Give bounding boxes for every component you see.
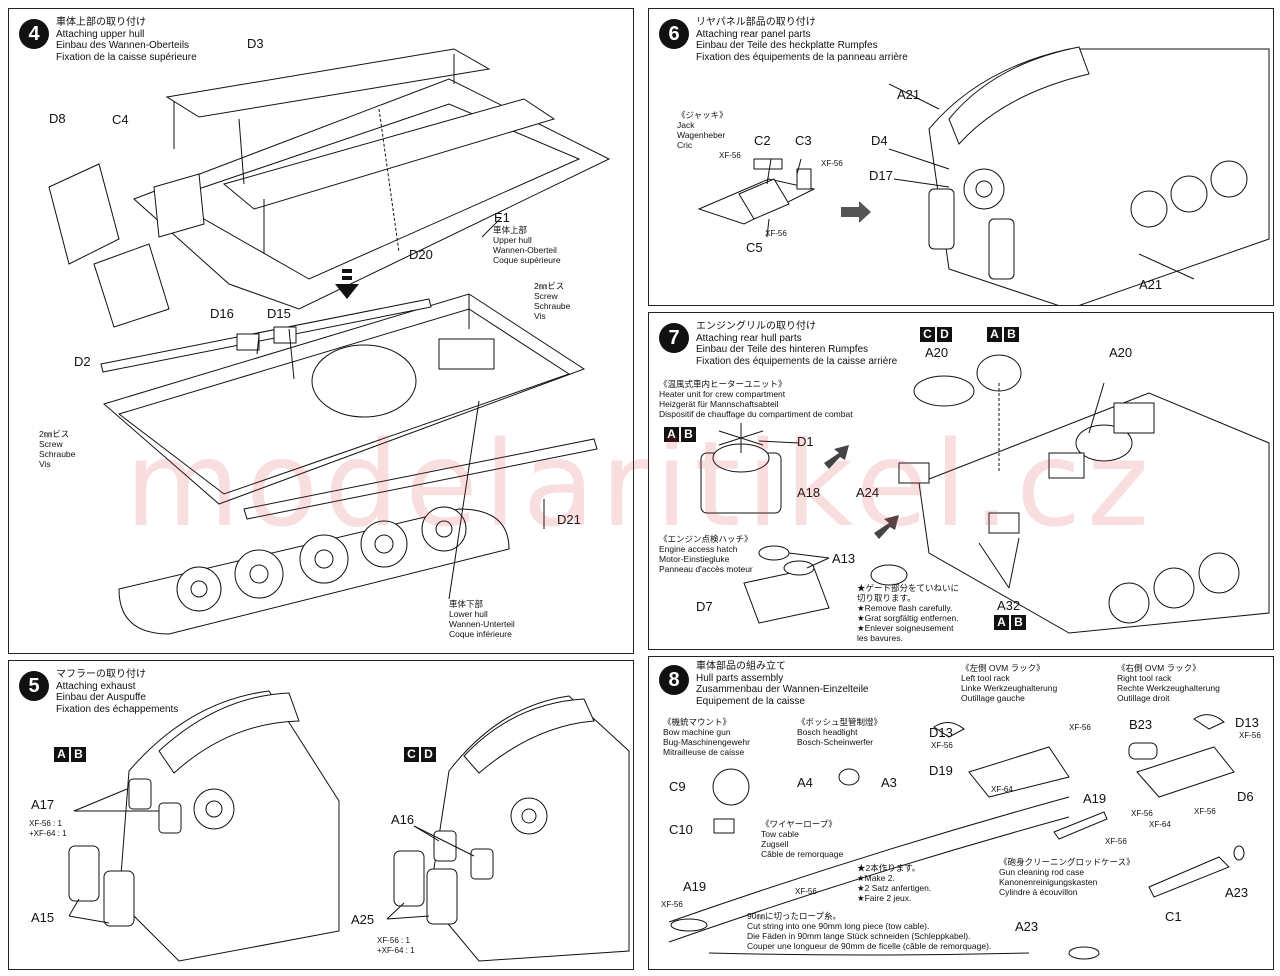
tow-cable-names: 《ワイヤーロープ》 Tow cable Zugseil Câble de rem… [761, 819, 844, 859]
label-d20: D20 [409, 247, 433, 262]
step-title: リヤパネル部品の取り付け Attaching rear panel parts … [696, 17, 908, 63]
label-c2: C2 [754, 133, 771, 148]
label-e1: E1 [494, 210, 510, 225]
label-d3: D3 [247, 36, 264, 51]
label-d16: D16 [210, 306, 234, 321]
version-badge-heater: A B [664, 427, 696, 442]
label-d4: D4 [871, 133, 888, 148]
paint-xf56-c2: XF-56 [719, 151, 741, 160]
paint-rack-r2: XF-56 [1194, 807, 1216, 816]
label-c1: C1 [1165, 909, 1182, 924]
step-number: 8 [659, 665, 689, 695]
screw-note-right: 2㎜ビス Screw Schraube Vis [534, 281, 571, 321]
step-title: マフラーの取り付け Attaching exhaust Einbau der A… [56, 669, 179, 715]
paint-mix-right: XF-56 : 1 +XF-64 : 1 [377, 936, 415, 955]
label-c10: C10 [669, 822, 693, 837]
bow-mg-names: 《機銃マウント》 Bow machine gun Bug-Maschinenge… [663, 717, 750, 757]
label-d1: D1 [797, 434, 814, 449]
step-number: 7 [659, 323, 689, 353]
version-badge-cd-top: C D [920, 327, 952, 342]
label-a4: A4 [797, 775, 813, 790]
label-d13-right: D13 [1235, 715, 1259, 730]
label-a24: A24 [856, 485, 880, 500]
paint-rack-l-xf64: XF-64 [991, 785, 1013, 794]
label-d17: D17 [869, 168, 893, 183]
exhaust-illustration [68, 690, 630, 962]
paint-rack-r-xf64: XF-64 [1149, 820, 1171, 829]
make-two-note: ★2本作ります。 ★Make 2. ★2 Satz anfertigen. ★F… [857, 863, 932, 903]
label-d19: D19 [929, 763, 953, 778]
label-c9: C9 [669, 779, 686, 794]
paint-rack-l1: XF-56 [931, 741, 953, 750]
step-6-panel: 6 リヤパネル部品の取り付け Attaching rear panel part… [648, 8, 1274, 306]
paint-a19: XF-56 [1105, 837, 1127, 846]
step-number: 4 [19, 19, 49, 49]
label-d13-left: D13 [929, 725, 953, 740]
engine-hatch-names: 《エンジン点検ハッチ》 Engine access hatch Motor-Ei… [659, 534, 753, 574]
lower-hull-names: 車体下部 Lower hull Wannen-Unterteil Coque i… [449, 599, 515, 639]
version-badge-ab-top: A B [987, 327, 1019, 342]
step-7-panel: 7 エンジングリルの取り付け Attaching rear hull parts… [648, 312, 1274, 650]
step-8-panel: 8 車体部品の組み立て Hull parts assembly Zusammen… [648, 656, 1274, 970]
paint-rack-r1: XF-56 [1131, 809, 1153, 818]
paint-tow: XF-56 [661, 900, 683, 909]
rod-case-names: 《砲身クリーニングロッドケース》 Gun cleaning rod case K… [999, 857, 1135, 897]
paint-d13-right: XF-56 [1239, 731, 1261, 740]
paint-mix-left: XF-56 : 1 +XF-64 : 1 [29, 819, 67, 838]
label-a17: A17 [31, 797, 55, 812]
label-a13: A13 [832, 551, 856, 566]
left-rack-names: 《左側 OVM ラック》 Left tool rack Linke Werkze… [961, 663, 1058, 703]
label-a23-right: A23 [1225, 885, 1249, 900]
label-a18: A18 [797, 485, 821, 500]
upper-hull-illustration [48, 48, 611, 635]
headlight-names: 《ボッシュ型管制燈》 Bosch headlight Bosch-Scheinw… [797, 717, 883, 747]
version-badge-cd: C D [404, 747, 436, 762]
label-d2: D2 [74, 354, 91, 369]
paint-cable: XF-56 [795, 887, 817, 896]
right-rack-names: 《右側 OVM ラック》 Right tool rack Rechte Werk… [1117, 663, 1220, 703]
step-4-panel: 4 車体上部の取り付け Attaching upper hull Einbau … [8, 8, 634, 654]
label-a25: A25 [351, 912, 375, 927]
paint-rack-l2: XF-56 [1069, 723, 1091, 732]
label-d21: D21 [557, 512, 581, 527]
upper-hull-names: 車体上部 Upper hull Wannen-Oberteil Coque su… [493, 225, 561, 265]
hull-parts-illustration [668, 714, 1245, 960]
label-a16: A16 [391, 812, 415, 827]
label-d6: D6 [1237, 789, 1254, 804]
engine-grill-illustration [700, 354, 1270, 634]
screw-note-left: 2㎜ビス Screw Schraube Vis [39, 429, 76, 469]
step-title: エンジングリルの取り付け Attaching rear hull parts E… [696, 321, 898, 367]
label-a20-left: A20 [925, 345, 949, 360]
label-c3: C3 [795, 133, 812, 148]
label-a32: A32 [997, 598, 1021, 613]
flash-note: ★ゲート部分をていねいに 切り取ります。 ★Remove flash caref… [857, 583, 960, 643]
step-number: 5 [19, 671, 49, 701]
label-a19-top: A19 [1083, 791, 1107, 806]
heater-names: 《温風式車内ヒーターユニット》 Heater unit for crew com… [659, 379, 853, 419]
paint-xf56-c5: XF-56 [765, 229, 787, 238]
step-5-panel: 5 マフラーの取り付け Attaching exhaust Einbau der… [8, 660, 634, 970]
paint-xf56-c3: XF-56 [821, 159, 843, 168]
version-badge-a32: A B [994, 615, 1026, 630]
cut-string-note: 90㎜に切ったロープ糸。 Cut string into one 90mm lo… [747, 911, 992, 951]
label-c5: C5 [746, 240, 763, 255]
step-title: 車体上部の取り付け Attaching upper hull Einbau de… [56, 17, 197, 63]
label-c4: C4 [112, 112, 129, 127]
label-a20-right: A20 [1109, 345, 1133, 360]
label-b23: B23 [1129, 717, 1153, 732]
label-d8: D8 [49, 111, 66, 126]
label-d15: D15 [267, 306, 291, 321]
version-badge-ab: A B [54, 747, 86, 762]
label-a23-left: A23 [1015, 919, 1039, 934]
label-a21-bottom: A21 [1139, 277, 1163, 292]
jack-names: 《ジャッキ》 Jack Wagenheber Cric [677, 110, 728, 150]
step-number: 6 [659, 19, 689, 49]
label-a3: A3 [881, 775, 897, 790]
label-a19-left: A19 [683, 879, 707, 894]
label-a21-top: A21 [897, 87, 921, 102]
label-a15: A15 [31, 910, 55, 925]
step-title: 車体部品の組み立て Hull parts assembly Zusammenba… [696, 661, 869, 707]
label-d7: D7 [696, 599, 713, 614]
rear-panel-illustration [697, 46, 1270, 305]
